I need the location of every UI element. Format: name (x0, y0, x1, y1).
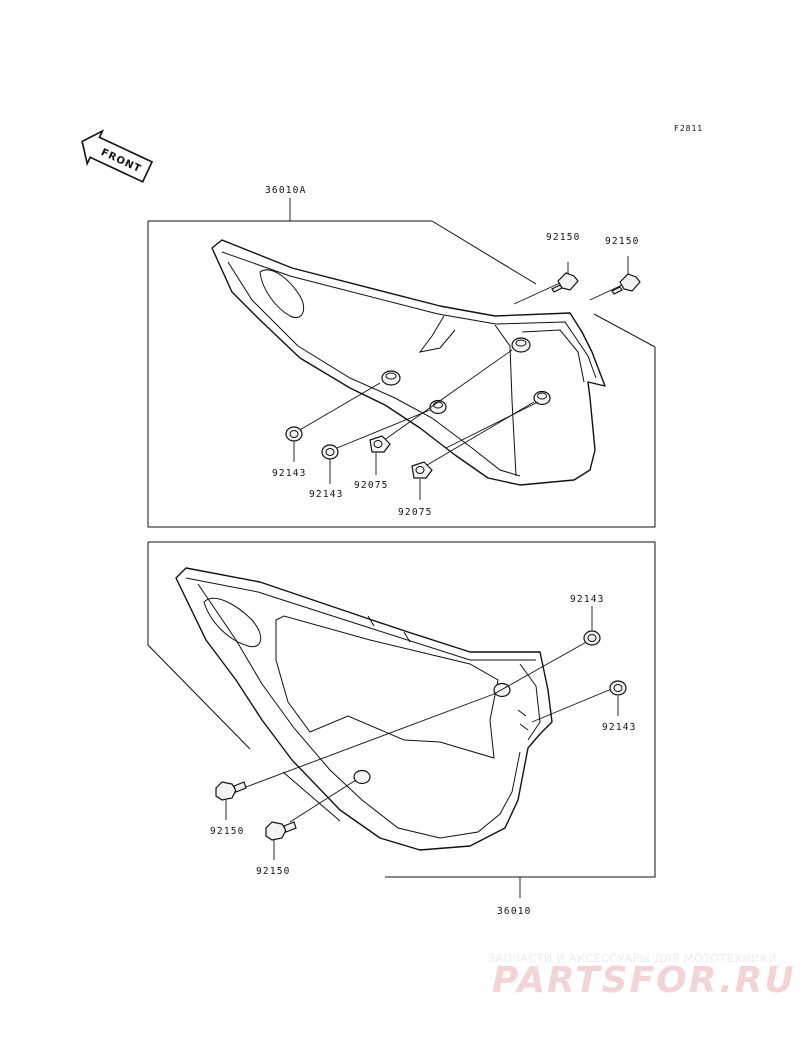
upper-damper-2 (411, 461, 433, 479)
upper-panel-group: 36010A 92150 92150 (147, 185, 656, 528)
upper-damper-label-2: 92075 (398, 507, 433, 518)
upper-damper-label-1: 92075 (354, 480, 389, 491)
upper-lead-2 (331, 409, 431, 451)
lower-lead-4 (531, 687, 615, 723)
lower-grommet-label-2: 92143 (602, 722, 637, 733)
upper-boss-4 (533, 390, 551, 406)
lower-side-cover (175, 567, 553, 851)
upper-lead-3 (379, 349, 513, 444)
upper-grommet-1 (285, 426, 303, 442)
figure-code: F2811 (674, 124, 703, 133)
upper-frame (147, 220, 656, 528)
watermark-logo: PARTSFOR.RU (492, 960, 796, 1001)
upper-grommet-label-1: 92143 (272, 468, 307, 479)
lower-lead-2 (493, 639, 591, 695)
lower-lead-3 (289, 779, 357, 823)
lower-grommet-2 (609, 680, 627, 696)
upper-bolt-label-1: 92150 (546, 232, 581, 243)
lower-assembly-label: 36010 (497, 906, 532, 917)
upper-damper-1 (369, 435, 391, 453)
upper-bolt-1 (513, 272, 579, 305)
lower-grommet-label-1: 92143 (570, 594, 605, 605)
upper-lead-1 (297, 382, 381, 432)
upper-boss-3 (511, 337, 531, 353)
upper-side-cover (211, 239, 606, 486)
lower-grommet-1 (583, 630, 601, 646)
lower-panel-group: 36010 92143 92143 (147, 541, 656, 917)
watermark: ЗАПЧАСТИ И АКСЕССУАРЫ ДЛЯ МОТОТЕХНИКИ PA… (488, 952, 796, 1001)
upper-grommet-2 (321, 444, 339, 460)
upper-assembly-label: 36010A (265, 185, 307, 196)
lower-bolt-1 (215, 781, 247, 801)
upper-boss-2 (429, 399, 447, 415)
upper-grommet-label-2: 92143 (309, 489, 344, 500)
lower-lead-1 (237, 693, 495, 791)
lower-bolt-label-1: 92150 (210, 826, 245, 837)
upper-lead-5 (445, 401, 539, 449)
lower-bolt-2 (265, 821, 297, 841)
upper-bolt-2 (589, 273, 641, 301)
upper-bolt-label-2: 92150 (605, 236, 640, 247)
lower-boss-2 (353, 769, 371, 785)
lower-bolt-label-2: 92150 (256, 866, 291, 877)
front-arrow-icon: FRONT (81, 129, 154, 183)
upper-boss-1 (381, 370, 401, 386)
watermark-tagline: ЗАПЧАСТИ И АКСЕССУАРЫ ДЛЯ МОТОТЕХНИКИ (488, 952, 777, 965)
